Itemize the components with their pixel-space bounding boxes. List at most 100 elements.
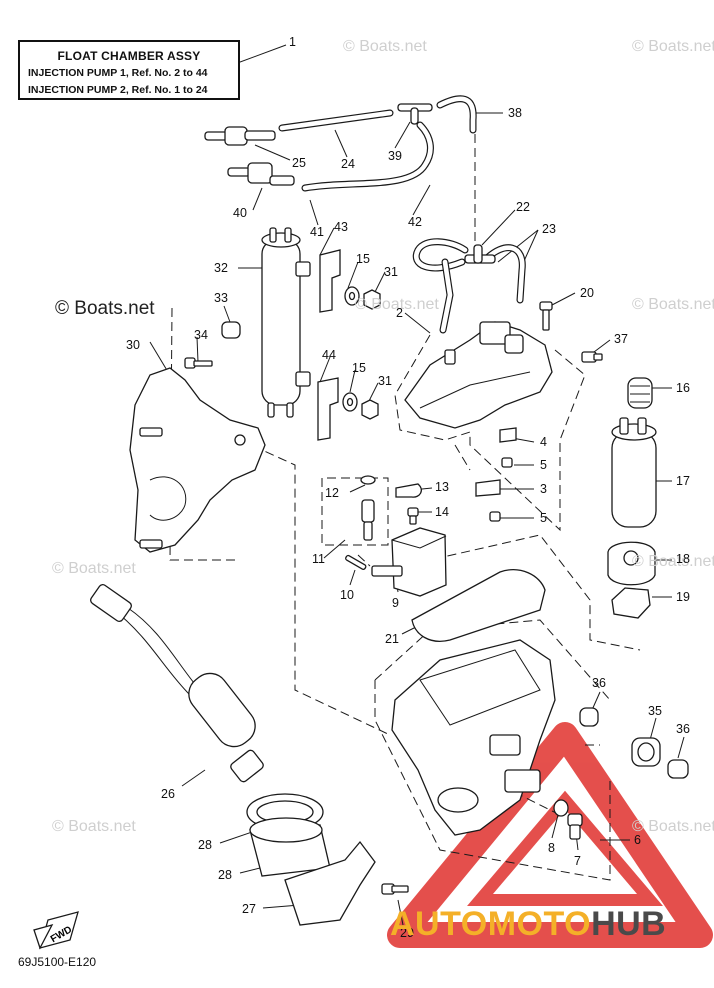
callout-22: 22 xyxy=(516,200,530,214)
callout-8: 8 xyxy=(548,841,555,855)
callout-11: 11 xyxy=(312,552,325,566)
callout-39: 39 xyxy=(388,149,402,163)
applicability-line-1: INJECTION PUMP 1, Ref. No. 2 to 44 xyxy=(28,67,208,79)
part-33-grommet xyxy=(221,321,241,339)
part-35-damper xyxy=(631,737,661,767)
callout-31: 31 xyxy=(378,374,392,388)
callout-21: 21 xyxy=(385,632,399,646)
part-5-screws xyxy=(489,457,513,522)
callout-36: 36 xyxy=(676,722,690,736)
callout-20: 20 xyxy=(580,286,594,300)
callout-28: 28 xyxy=(218,868,232,882)
part-3-plate xyxy=(475,479,501,497)
part-25-joint xyxy=(204,126,276,146)
callout-23: 23 xyxy=(542,222,556,236)
watermark: © Boats.net xyxy=(52,560,136,577)
callout-38: 38 xyxy=(508,106,522,120)
callout-25: 25 xyxy=(292,156,306,170)
callout-4: 4 xyxy=(540,435,547,449)
callout-15: 15 xyxy=(356,252,370,266)
brand-part-2: HUB xyxy=(591,905,667,943)
part-29-bolt xyxy=(381,883,409,895)
part-8-washer xyxy=(553,799,569,817)
assembly-title: FLOAT CHAMBER ASSY xyxy=(57,49,201,63)
part-13-clip xyxy=(395,483,422,498)
fuel-hoses xyxy=(278,95,526,334)
callout-13: 13 xyxy=(435,480,449,494)
callout-27: 27 xyxy=(242,902,256,916)
callout-17: 17 xyxy=(676,474,690,488)
watermark: © Boats.net xyxy=(343,38,427,55)
callout-18: 18 xyxy=(676,552,690,566)
callout-37: 37 xyxy=(614,332,628,346)
callout-29: 29 xyxy=(400,926,414,940)
automotohub-logo xyxy=(387,722,713,948)
callout-3: 3 xyxy=(540,482,547,496)
callout-32: 32 xyxy=(214,261,228,275)
part-6-float-chamber xyxy=(391,639,556,836)
part-20-screw xyxy=(539,301,553,331)
applicability-line-2: INJECTION PUMP 2, Ref. No. 1 to 24 xyxy=(28,84,208,96)
part-30-bracket xyxy=(129,367,266,553)
part-18-holder xyxy=(607,541,656,586)
callout-16: 16 xyxy=(676,381,690,395)
part-17-fuel-pump xyxy=(611,417,657,528)
part-15-washers xyxy=(342,286,360,412)
callout-10: 10 xyxy=(340,588,354,602)
copyright-notice: © Boats.net xyxy=(55,298,155,319)
part-36-grommets xyxy=(579,707,689,779)
callout-26: 26 xyxy=(161,787,175,801)
callout-42: 42 xyxy=(408,215,422,229)
brand-part-1: AUTOMOTO xyxy=(390,905,592,943)
callout-44: 44 xyxy=(322,348,336,362)
part-14-screw xyxy=(407,507,419,525)
part-4-plate xyxy=(499,427,517,443)
part-10-pin xyxy=(345,554,367,571)
callout-31: 31 xyxy=(384,265,398,279)
part-21-gasket xyxy=(411,569,546,642)
part-39-t-joint xyxy=(397,103,433,125)
callout-30: 30 xyxy=(126,338,140,352)
part-32-separator xyxy=(261,227,311,418)
callout-43: 43 xyxy=(334,220,348,234)
part-11-needle-valve xyxy=(361,499,375,541)
part-34-bolt xyxy=(184,357,213,369)
part-44-clamp xyxy=(317,377,339,441)
part-19-filter xyxy=(611,587,651,619)
part-2-housing-cover xyxy=(404,321,553,429)
part-28-collar-lower xyxy=(249,817,331,877)
part-9-float xyxy=(371,527,447,597)
callout-6: 6 xyxy=(634,833,641,847)
callout-19: 19 xyxy=(676,590,690,604)
callout-35: 35 xyxy=(648,704,662,718)
callout-5: 5 xyxy=(540,511,547,525)
part-7-screw xyxy=(567,813,583,840)
diagram-code: 69J5100-E120 xyxy=(18,955,97,969)
watermark: © Boats.net xyxy=(632,38,714,55)
callout-7: 7 xyxy=(574,854,581,868)
watermark: © Boats.net xyxy=(632,818,714,835)
part-43-clamp xyxy=(319,249,341,313)
callout-2: 2 xyxy=(396,306,403,320)
callout-15: 15 xyxy=(352,361,366,375)
callout-14: 14 xyxy=(435,505,449,519)
callout-34: 34 xyxy=(194,328,208,342)
watermark: © Boats.net xyxy=(632,296,714,313)
callout-36: 36 xyxy=(592,676,606,690)
watermark: © Boats.net xyxy=(355,296,439,313)
part-27-holder xyxy=(284,840,376,926)
callout-28: 28 xyxy=(198,838,212,852)
part-37-plug xyxy=(581,351,603,363)
part-40-joint xyxy=(227,162,295,186)
brand-wordmark: AUTOMOTOHUB xyxy=(390,905,666,944)
watermark: © Boats.net xyxy=(52,818,136,835)
callout-9: 9 xyxy=(392,596,399,610)
callout-40: 40 xyxy=(233,206,247,220)
watermark: © Boats.net xyxy=(632,553,714,570)
callout-24: 24 xyxy=(341,157,355,171)
callout-5: 5 xyxy=(540,458,547,472)
callout-1: 1 xyxy=(289,35,296,49)
part-16-cap xyxy=(627,377,653,409)
